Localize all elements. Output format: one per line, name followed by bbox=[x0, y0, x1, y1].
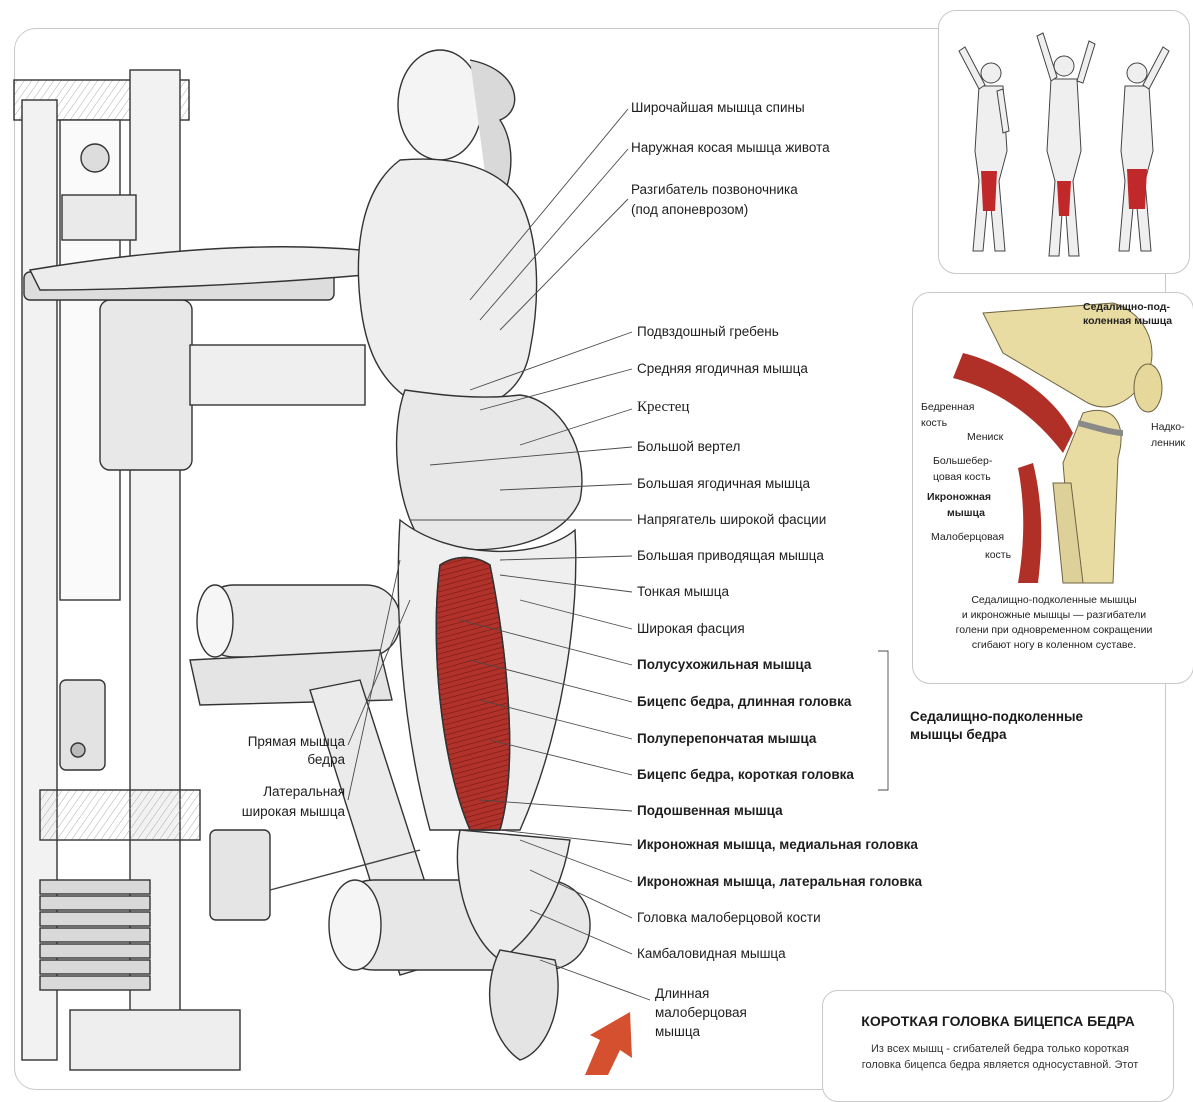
info-box-title: КОРОТКАЯ ГОЛОВКА БИЦЕПСА БЕДРА bbox=[823, 1013, 1173, 1029]
knee-label-gastro-2: мышца bbox=[947, 507, 985, 520]
label-biceps-long: Бицепс бедра, длинная головка bbox=[637, 693, 851, 711]
knee-label-femur-2: кость bbox=[921, 417, 947, 430]
label-biceps-short: Бицепс бедра, короткая головка bbox=[637, 766, 854, 784]
knee-label-fibula-1: Малоберцовая bbox=[931, 531, 1004, 544]
label-erector-1: Разгибатель позвоночника bbox=[631, 181, 798, 199]
label-latissimus: Широчайшая мышца спины bbox=[631, 99, 805, 117]
knee-label-tibia-1: Большебер- bbox=[933, 455, 992, 468]
knee-label-patella-2: ленник bbox=[1151, 437, 1185, 450]
label-vastus-lateralis-1: Латеральная bbox=[200, 783, 345, 801]
label-soleus: Камбаловидная мышца bbox=[637, 945, 786, 963]
caption-line-2: и икроножные мышцы — разгибатели bbox=[925, 608, 1183, 623]
label-greater-trochanter: Большой вертел bbox=[637, 438, 740, 456]
arrow-icon bbox=[585, 1012, 632, 1075]
caption-line-1: Седалищно-подколенные мышцы bbox=[925, 593, 1183, 608]
knee-caption: Седалищно-подколенные мышцы и икроножные… bbox=[925, 593, 1183, 653]
label-semimembranosus: Полуперепончатая мышца bbox=[637, 730, 816, 748]
label-vastus-lateralis-2: широкая мышца bbox=[200, 803, 345, 821]
label-hamstrings-group: Седалищно-подколенные мышцы бедра bbox=[910, 708, 1130, 744]
label-fibula-head: Головка малоберцовой кости bbox=[637, 909, 821, 927]
caption-line-4: сгибают ногу в коленном суставе. bbox=[925, 638, 1183, 653]
three-figures-illustration bbox=[939, 11, 1189, 273]
info-box-text: Из всех мышц - сгибателей бедра только к… bbox=[841, 1041, 1159, 1073]
label-erector-2: (под апоневрозом) bbox=[631, 201, 748, 219]
label-gluteus-medius: Средняя ягодичная мышца bbox=[637, 360, 808, 378]
label-fascia-lata: Широкая фасция bbox=[637, 620, 745, 638]
inset-full-body bbox=[938, 10, 1190, 274]
label-adductor-magnus: Большая приводящая мышца bbox=[637, 547, 824, 565]
label-rectus-femoris-2: бедра bbox=[220, 751, 345, 769]
knee-label-meniscus: Мениск bbox=[967, 431, 1003, 444]
label-sacrum: Крестец bbox=[637, 398, 689, 416]
label-semitendinosus: Полусухожильная мышца bbox=[637, 656, 811, 674]
info-text-line-1: Из всех мышц - сгибателей бедра только к… bbox=[841, 1041, 1159, 1057]
label-peroneus-1: Длинная bbox=[655, 985, 709, 1003]
label-gastro-medial: Икроножная мышца, медиальная головка bbox=[637, 836, 918, 854]
inset-knee-joint: Седалищно-под- коленная мышца Бедренная … bbox=[912, 292, 1193, 684]
knee-label-hamstring-1: Седалищно-под- bbox=[1083, 301, 1170, 314]
knee-label-gastro-1: Икроножная bbox=[927, 491, 991, 504]
knee-label-hamstring-2: коленная мышца bbox=[1083, 315, 1172, 328]
label-gastro-lateral: Икроножная мышца, латеральная головка bbox=[637, 873, 922, 891]
label-gluteus-maximus: Большая ягодичная мышца bbox=[637, 475, 810, 493]
caption-line-3: голени при одновременном сокращении bbox=[925, 623, 1183, 638]
label-plantaris: Подошвенная мышца bbox=[637, 802, 783, 820]
info-box-biceps-short-head: КОРОТКАЯ ГОЛОВКА БИЦЕПСА БЕДРА Из всех м… bbox=[822, 990, 1174, 1102]
label-iliac-crest: Подвздошный гребень bbox=[637, 323, 779, 341]
label-tfl: Напрягатель широкой фасции bbox=[637, 511, 826, 529]
knee-label-fibula-2: кость bbox=[985, 549, 1011, 562]
hamstrings-line-2: мышцы бедра bbox=[910, 726, 1130, 744]
label-rectus-femoris-1: Прямая мышца bbox=[220, 733, 345, 751]
hamstrings-line-1: Седалищно-подколенные bbox=[910, 708, 1130, 726]
label-external-oblique: Наружная косая мышца живота bbox=[631, 139, 830, 157]
knee-label-patella-1: Надко- bbox=[1151, 421, 1185, 434]
label-gracilis: Тонкая мышца bbox=[637, 583, 729, 601]
knee-label-femur-1: Бедренная bbox=[921, 401, 974, 414]
knee-label-tibia-2: цовая кость bbox=[933, 471, 991, 484]
label-peroneus-3: мышца bbox=[655, 1023, 700, 1041]
info-text-line-2: головка бицепса бедра является односуста… bbox=[841, 1057, 1159, 1073]
label-peroneus-2: малоберцовая bbox=[655, 1004, 747, 1022]
